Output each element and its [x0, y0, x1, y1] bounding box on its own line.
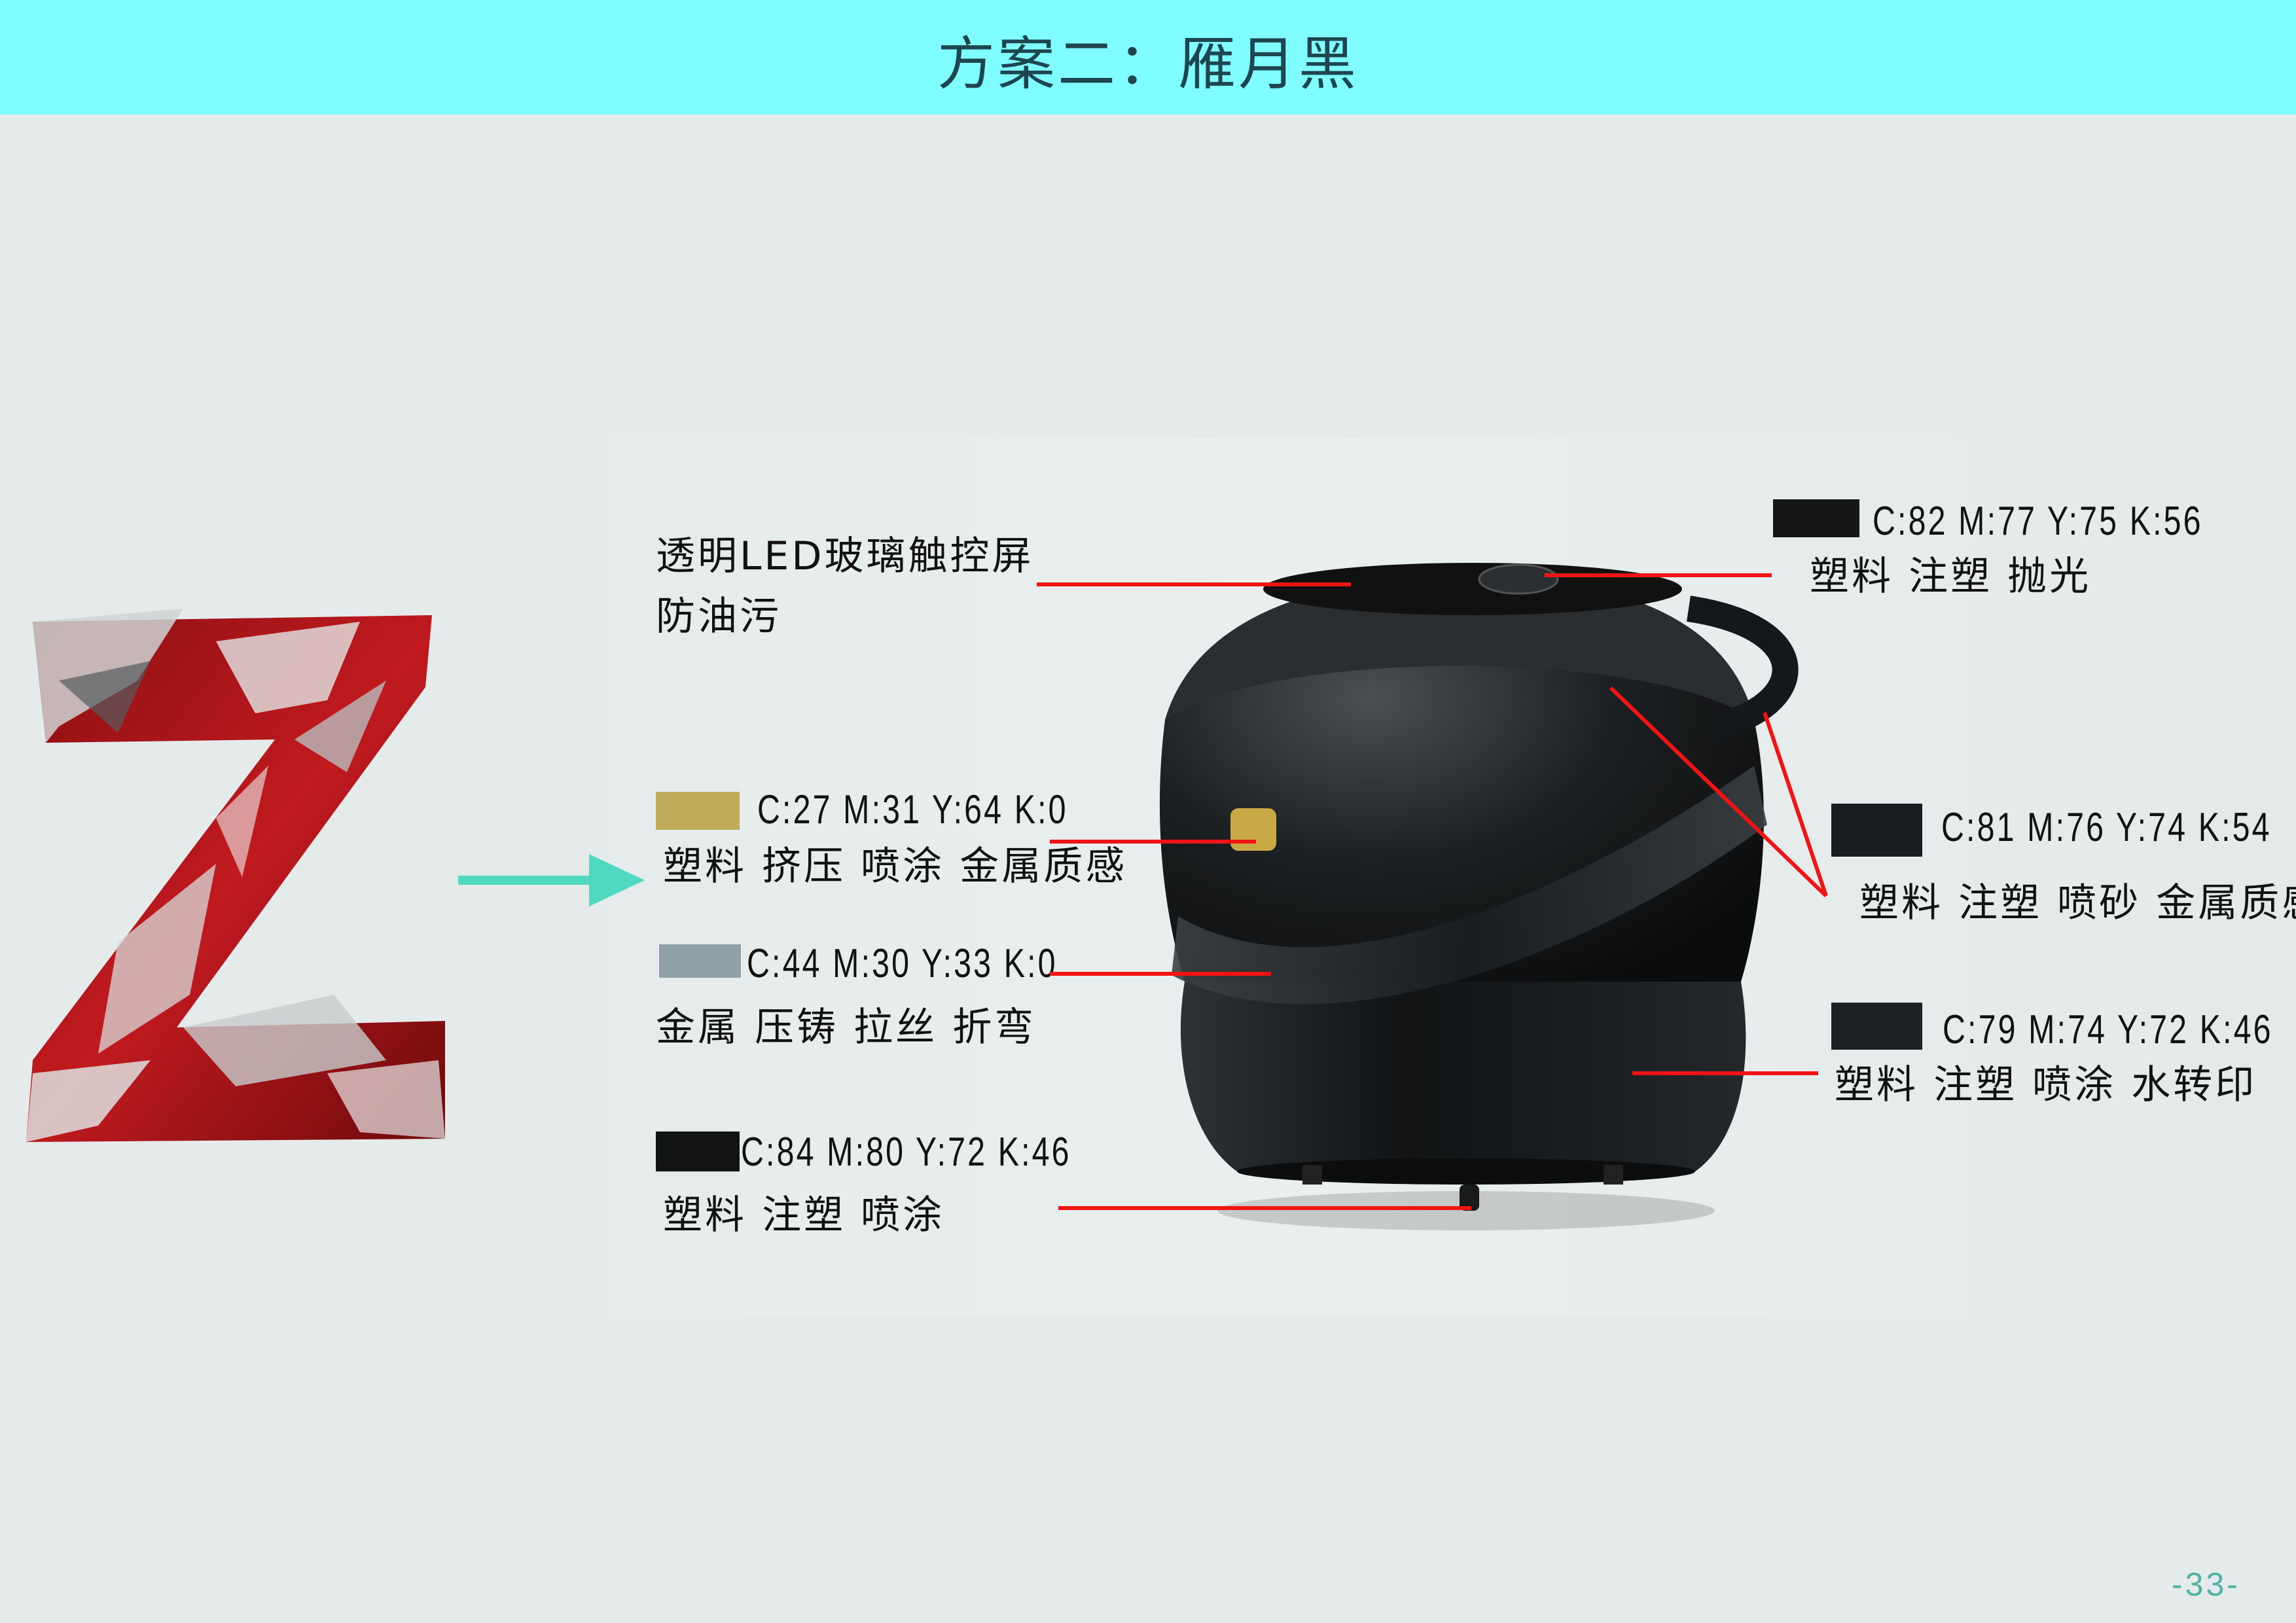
page-number: -33-: [2172, 1566, 2240, 1603]
callout-line-gold: [1050, 840, 1256, 844]
header-bar: [0, 0, 2296, 115]
base-cmyk-value: C:84 M:80 Y:72 K:46: [741, 1130, 1071, 1175]
z-logo-artwork: [26, 609, 445, 1142]
callout-line-base: [1058, 1206, 1471, 1210]
lid-process-label: 塑料 注塑 抛光: [1810, 554, 2092, 599]
gray-cmyk-value: C:44 M:30 Y:33 K:0: [747, 941, 1058, 986]
handle-process-label: 塑料 注塑 喷砂 金属质感: [1859, 880, 2296, 926]
handle-cmyk-value: C:81 M:76 Y:74 K:54: [1941, 805, 2272, 850]
gray-process-label: 金属 压铸 拉丝 折弯: [656, 1005, 1037, 1050]
base-color-swatch: [656, 1132, 740, 1171]
callout-line-gray: [1050, 972, 1271, 976]
gray-color-swatch: [659, 944, 741, 978]
rice-cooker-image: [1159, 563, 1799, 1230]
page-title: 方案二：雁月黑: [937, 30, 1359, 98]
screen-feature-sublabel: 防油污: [656, 594, 781, 639]
callout-line-bottom: [1632, 1071, 1818, 1075]
lid-cmyk-value: C:82 M:77 Y:75 K:56: [1873, 499, 2203, 544]
callout-line-screen: [1037, 582, 1351, 586]
base-process-label: 塑料 注塑 喷涂: [663, 1192, 945, 1238]
callout-line-lid: [1545, 573, 1772, 577]
handle-color-swatch: [1831, 804, 1922, 857]
lid-color-swatch: [1773, 499, 1859, 537]
bottom-color-swatch: [1831, 1003, 1922, 1050]
bottom-cmyk-value: C:79 M:74 Y:72 K:46: [1943, 1007, 2273, 1052]
bottom-process-label: 塑料 注塑 喷涂 水转印: [1835, 1062, 2257, 1108]
gold-cmyk-value: C:27 M:31 Y:64 K:0: [757, 787, 1068, 832]
gold-process-label: 塑料 挤压 喷涂 金属质感: [663, 844, 1128, 889]
arrow-right-icon: [458, 854, 645, 906]
screen-feature-label: 透明LED玻璃触控屏: [656, 533, 1034, 579]
gold-color-swatch: [656, 792, 740, 830]
